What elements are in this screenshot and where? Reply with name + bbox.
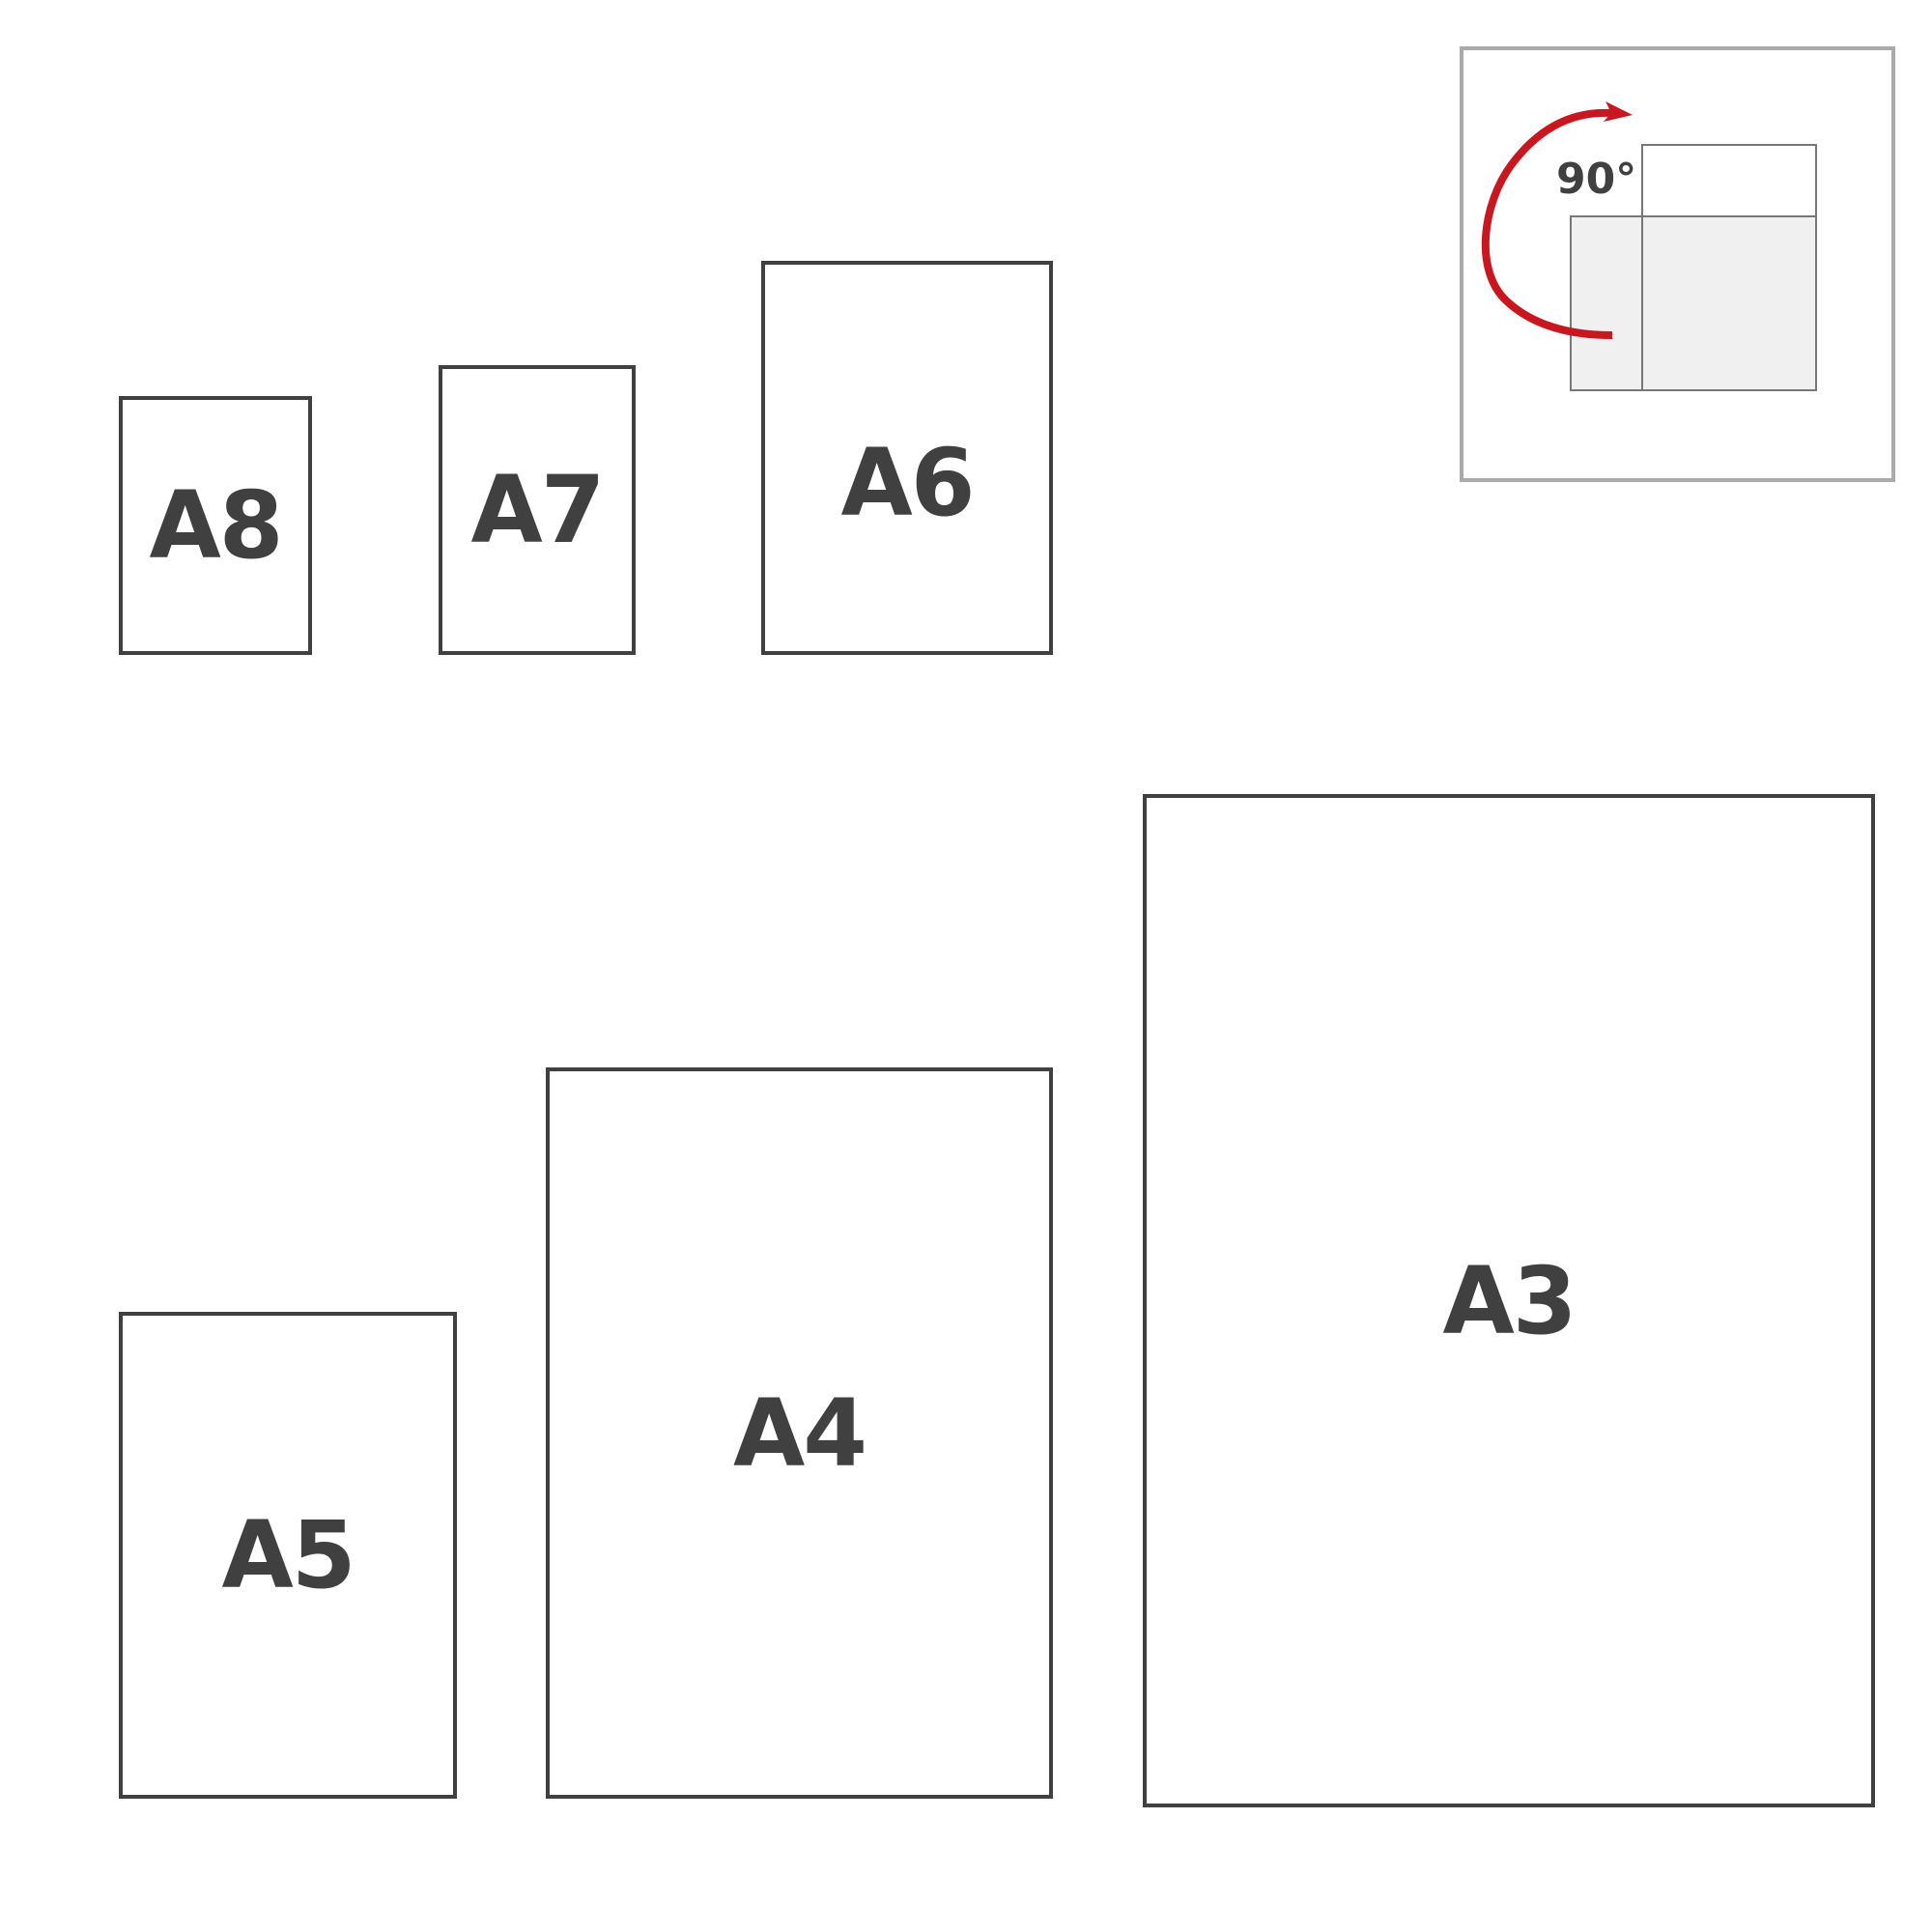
sheet-label: A7 (470, 456, 605, 564)
landscape-sheet (1570, 215, 1817, 391)
sheet-a4: A4 (546, 1067, 1053, 1799)
sheet-label: A4 (732, 1378, 867, 1488)
rotation-arrow-icon (1481, 108, 1613, 339)
sheet-a8: A8 (119, 396, 312, 655)
portrait-sheet-top (1641, 144, 1817, 217)
sheet-label: A6 (840, 429, 975, 537)
sheet-a5: A5 (119, 1312, 457, 1799)
sheet-a3: A3 (1143, 794, 1875, 1807)
inset-frame (1460, 46, 1895, 482)
sheet-label: A3 (1442, 1246, 1577, 1355)
sheet-a6: A6 (761, 261, 1053, 655)
sheet-a7: A7 (439, 365, 636, 655)
sheet-label: A8 (149, 471, 283, 580)
sheet-label: A5 (221, 1501, 355, 1609)
arrowhead-icon (1604, 101, 1633, 122)
angle-label: 90° (1556, 155, 1636, 204)
